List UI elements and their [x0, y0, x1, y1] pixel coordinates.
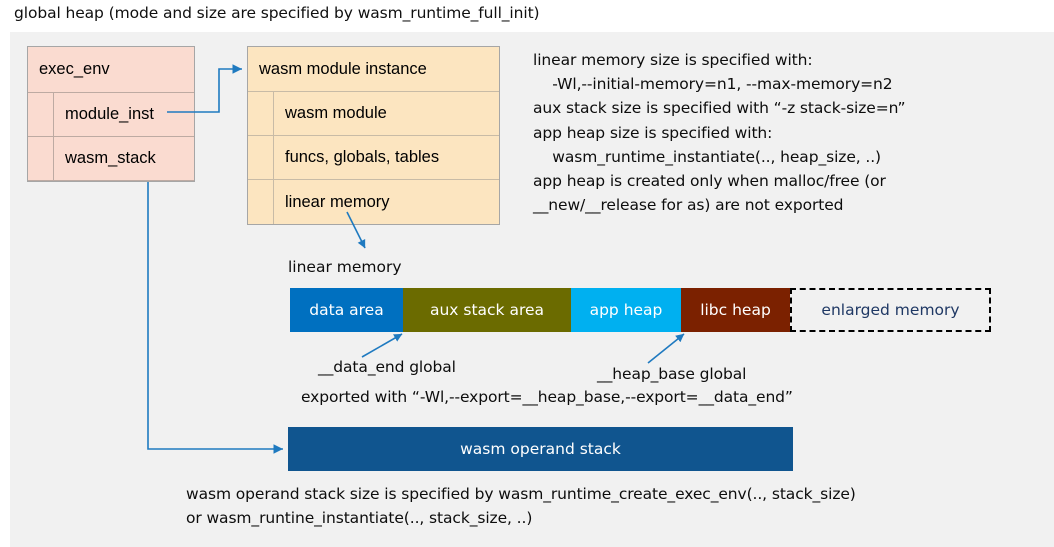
exec-env-header-row: exec_env — [28, 47, 194, 93]
memory-segment-libc-heap: libc heap — [681, 288, 790, 332]
annotation-heap-base: __heap_base global — [597, 365, 747, 383]
annotation-data-end: __data_end global — [318, 358, 456, 376]
memory-segment-data-area: data area — [290, 288, 403, 332]
module-instance-header-label: wasm module instance — [259, 59, 427, 78]
exec-env-field-module-inst: module_inst — [28, 93, 194, 137]
indent-cell — [248, 92, 274, 135]
indent-cell — [28, 93, 54, 136]
exec-env-field-wasm-stack: wasm_stack — [28, 137, 194, 181]
linear-memory-notes: linear memory size is specified with: -W… — [533, 51, 906, 215]
module-instance-field-label: wasm module — [285, 104, 387, 122]
annotation-exported-with: exported with “-Wl,--export=__heap_base,… — [301, 388, 793, 406]
indent-cell — [248, 136, 274, 179]
wasm-module-instance-box: wasm module instance wasm module funcs, … — [247, 46, 500, 225]
diagram-title: global heap (mode and size are specified… — [14, 4, 540, 22]
module-instance-field-label: funcs, globals, tables — [285, 148, 440, 166]
linear-memory-caption: linear memory — [288, 258, 402, 276]
exec-env-box: exec_env module_inst wasm_stack — [27, 46, 195, 182]
linear-memory-bar: data area aux stack area app heap libc h… — [290, 288, 991, 332]
memory-segment-app-heap: app heap — [571, 288, 681, 332]
memory-segment-enlarged-memory: enlarged memory — [790, 288, 991, 332]
operand-stack-notes: wasm operand stack size is specified by … — [186, 485, 856, 528]
indent-cell — [28, 137, 54, 180]
exec-env-field-label: module_inst — [65, 105, 154, 123]
wasm-operand-stack-bar: wasm operand stack — [288, 427, 793, 471]
module-instance-header-row: wasm module instance — [248, 47, 499, 92]
module-instance-field-label: linear memory — [285, 192, 390, 211]
exec-env-header-label: exec_env — [39, 60, 110, 78]
indent-cell — [248, 180, 274, 224]
module-instance-field-linear-memory: linear memory — [248, 180, 499, 224]
exec-env-field-label: wasm_stack — [65, 149, 156, 167]
module-instance-field-wasm-module: wasm module — [248, 92, 499, 136]
memory-segment-aux-stack-area: aux stack area — [403, 288, 571, 332]
module-instance-field-funcs-globals-tables: funcs, globals, tables — [248, 136, 499, 180]
